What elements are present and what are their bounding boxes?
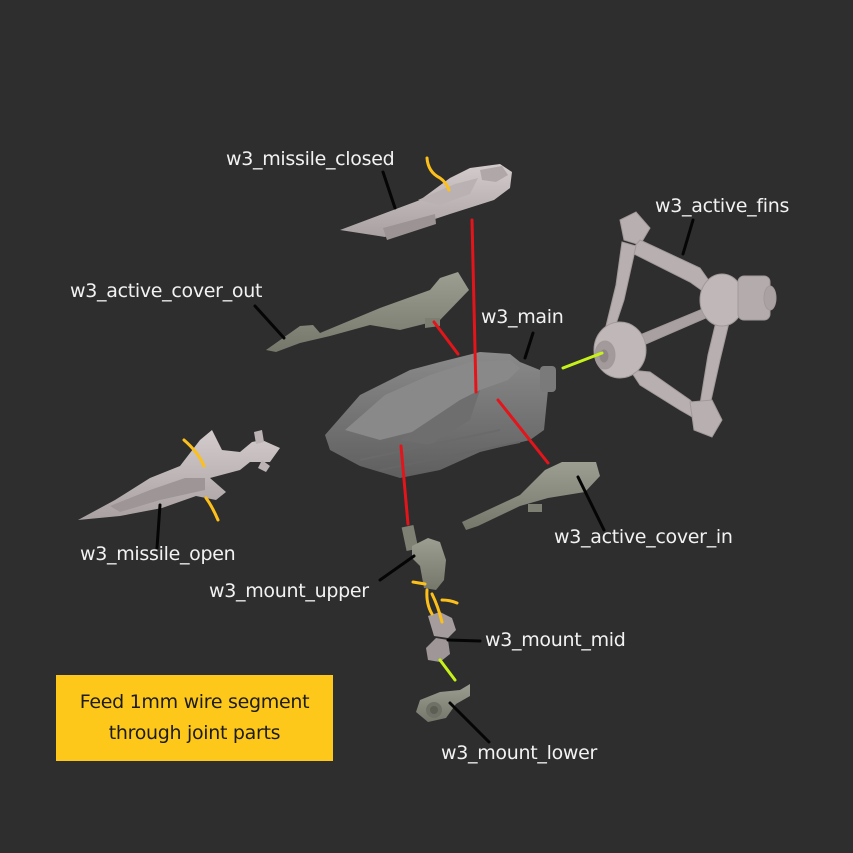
leader-lines <box>155 170 695 744</box>
part-mount-upper <box>401 525 446 590</box>
assembly-line-main-to-cover-in <box>496 398 550 465</box>
part-main <box>325 352 556 478</box>
assembly-line-cover-out-to-main <box>432 320 460 356</box>
leader-main <box>523 331 535 360</box>
label-mount-mid: w3_mount_mid <box>485 629 626 651</box>
instruction-note: Feed 1mm wire segment through joint part… <box>56 675 333 761</box>
part-active-fins <box>593 211 777 438</box>
part-missile-open <box>78 430 280 520</box>
assembly-line-missile-to-main <box>470 218 478 394</box>
part-mount-mid <box>426 612 456 662</box>
label-missile-closed: w3_missile_closed <box>226 148 395 170</box>
leader-mount-lower <box>448 701 491 744</box>
wires <box>182 156 459 624</box>
instruction-note-line-1: Feed 1mm wire segment <box>79 691 310 713</box>
assembly-lines <box>399 218 550 526</box>
leader-mount-upper <box>378 554 416 582</box>
label-active-cover-in: w3_active_cover_in <box>554 526 733 548</box>
leader-active-fins <box>681 218 695 256</box>
leader-missile-open <box>155 503 162 550</box>
connection-main-to-fins <box>561 351 604 370</box>
leader-active-cover-out <box>253 304 286 340</box>
part-mount-lower <box>416 684 470 722</box>
assembly-line-main-to-mount <box>399 444 410 526</box>
label-mount-lower: w3_mount_lower <box>441 742 598 764</box>
leader-active-cover-in <box>576 475 606 532</box>
instruction-note-line-2: through joint parts <box>108 722 281 744</box>
label-mount-upper: w3_mount_upper <box>209 580 369 602</box>
label-active-fins: w3_active_fins <box>655 195 790 217</box>
connection-lines <box>438 351 604 682</box>
part-active-cover-in <box>462 462 600 530</box>
label-main: w3_main <box>481 306 564 328</box>
label-missile-open: w3_missile_open <box>80 543 236 565</box>
leader-missile-closed <box>381 170 397 210</box>
part-missile-closed <box>340 164 512 240</box>
leader-mount-mid <box>446 638 482 643</box>
connection-mid-to-lower <box>438 658 457 682</box>
part-active-cover-out <box>266 272 469 352</box>
label-active-cover-out: w3_active_cover_out <box>70 280 263 302</box>
